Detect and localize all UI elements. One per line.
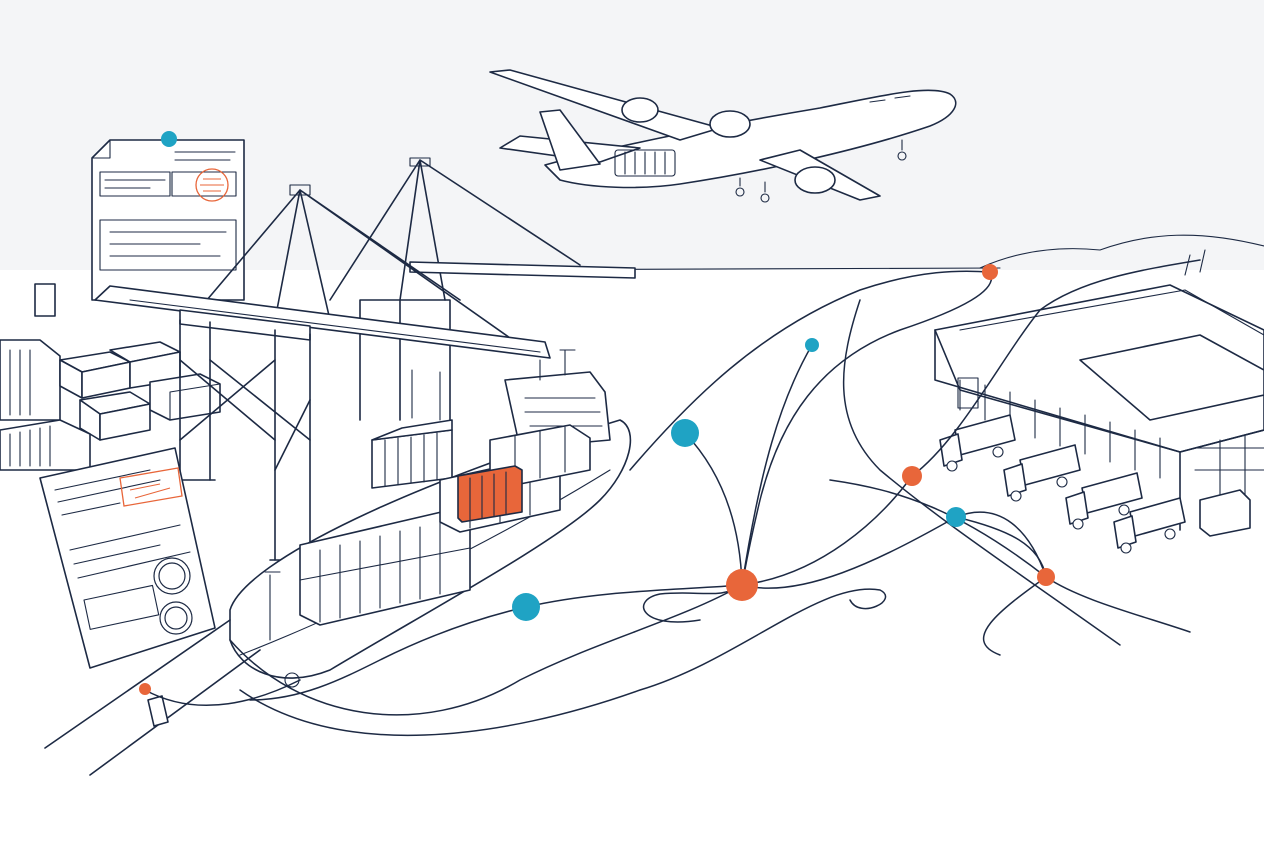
container-stacks-left [0,341,221,471]
distant-hills [979,234,1264,269]
node-junction [726,569,758,601]
quay-road [44,619,261,776]
node-sea-mid [671,419,699,447]
port-buildings [0,283,61,421]
truck-icon [1065,472,1143,530]
truck-icon [939,414,1016,472]
bollard [147,695,169,727]
truck-icon [1003,444,1081,502]
airplane-icon [489,69,957,203]
node-truck-exit [1037,568,1055,586]
stamp-icon [195,168,229,202]
node-warehouse-road [902,466,922,486]
node-quay [139,683,151,695]
shipping-container-icon [371,419,453,489]
customs-document-icon [91,139,245,301]
node-horizon [982,264,998,280]
truck-icon [1113,497,1186,554]
node-sea-upper [805,338,819,352]
route-nodes [139,131,1055,695]
warehouse-icon [934,249,1264,537]
node-dock [946,507,966,527]
cargo-ship-icon [229,349,632,688]
node-doc [161,131,177,147]
stamp-icon [153,557,193,635]
node-ship-bow [512,593,540,621]
bill-of-lading-document [39,447,216,669]
